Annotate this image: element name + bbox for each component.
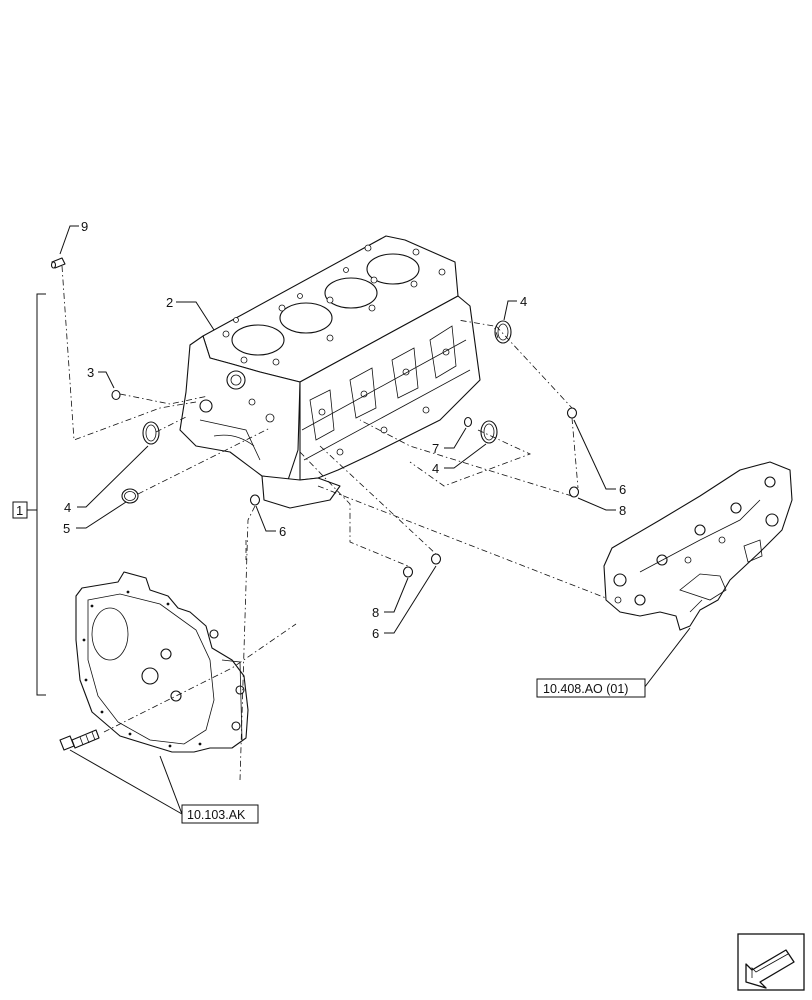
callout-3: 3 — [87, 365, 94, 380]
leader-lines — [59, 225, 691, 815]
dowel-6-lower — [249, 494, 261, 506]
callout-7: 7 — [432, 441, 439, 456]
callout-6-bottom: 6 — [372, 626, 379, 641]
seal-plug-4-right-mid — [480, 420, 498, 444]
pin-8-right — [568, 486, 580, 498]
callout-4-left: 4 — [64, 500, 71, 515]
reference-flywheel-housing-label: 10.103.AK — [187, 808, 246, 822]
callout-6-lower: 6 — [279, 524, 286, 539]
reference-flywheel-housing[interactable]: 10.103.AK — [181, 804, 259, 824]
callout-4-top: 4 — [520, 294, 527, 309]
callout-labels: 1 2 3 4 5 6 4 7 4 6 8 8 6 9 — [16, 219, 626, 641]
callout-4-mid: 4 — [432, 461, 439, 476]
assembly-lines — [61, 265, 607, 781]
flywheel-housing — [75, 571, 249, 753]
oil-pump-housing — [603, 461, 793, 631]
cylinder-block — [179, 235, 481, 509]
plug-3 — [111, 389, 121, 401]
pin-9 — [50, 257, 66, 269]
callout-6-right: 6 — [619, 482, 626, 497]
housing-bolt — [59, 729, 100, 751]
reference-oil-pump-label: 10.408.AO (01) — [543, 682, 628, 696]
callout-9: 9 — [81, 219, 88, 234]
plug-7 — [463, 416, 473, 428]
callout-1: 1 — [16, 503, 23, 518]
callout-2: 2 — [166, 295, 173, 310]
callout-8-bottom: 8 — [372, 605, 379, 620]
arrow-next-page-icon[interactable] — [737, 933, 805, 991]
dowel-6-bottom — [430, 553, 442, 565]
callout-5: 5 — [63, 521, 70, 536]
seal-plug-4-left — [142, 421, 160, 445]
ring-5 — [121, 488, 139, 504]
reference-oil-pump[interactable]: 10.408.AO (01) — [536, 678, 646, 698]
group-bracket — [12, 293, 46, 696]
pin-8-bottom — [402, 566, 414, 578]
dowel-6-right — [566, 407, 578, 419]
callout-8-right: 8 — [619, 503, 626, 518]
